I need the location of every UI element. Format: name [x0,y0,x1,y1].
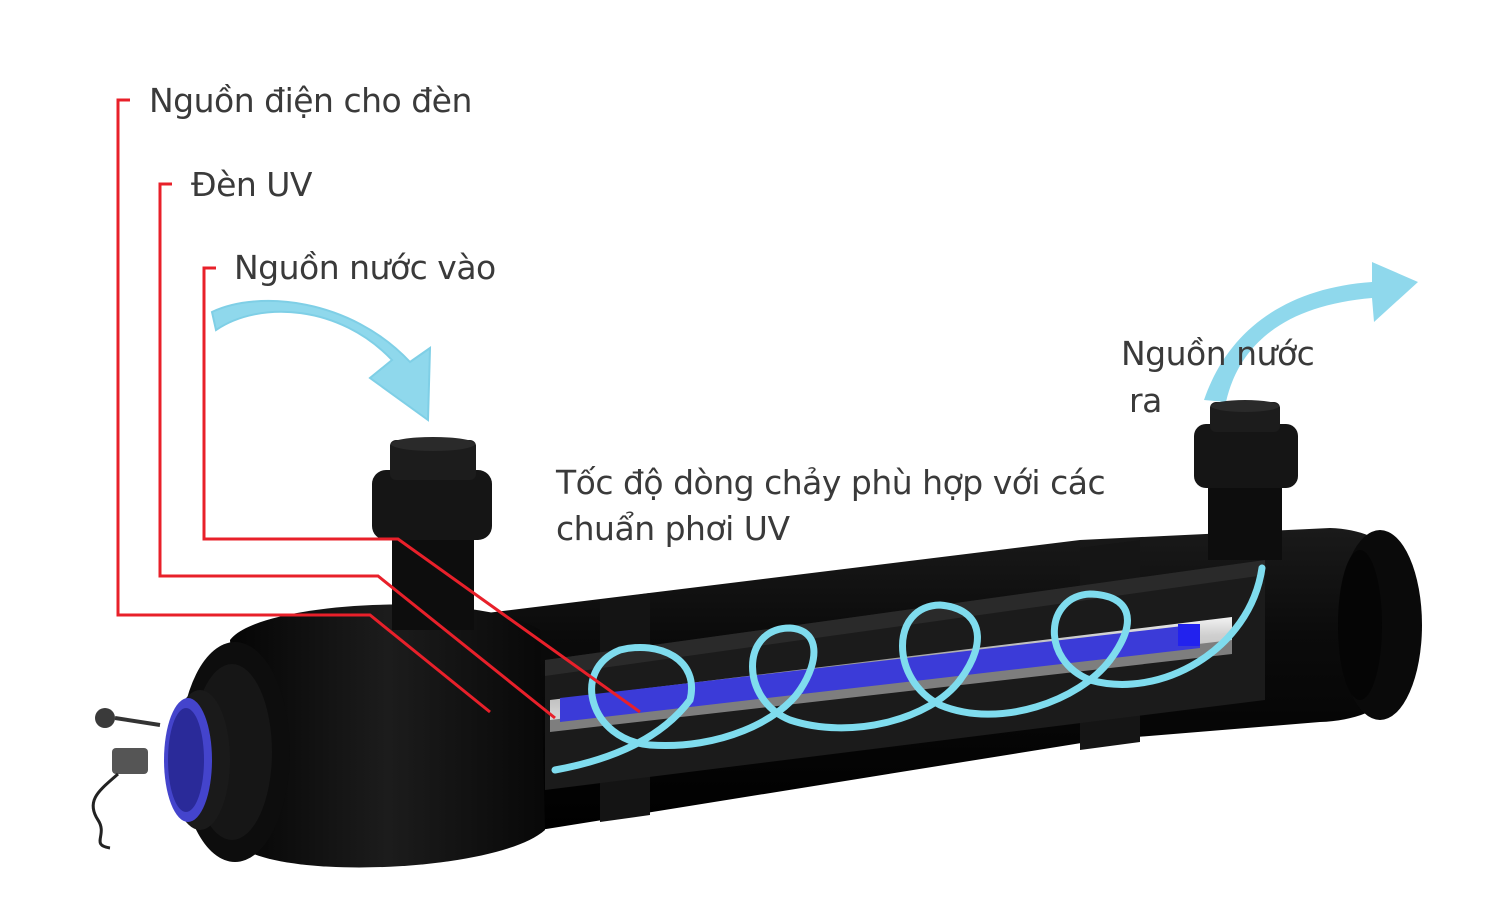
label-uv-lamp: Đèn UV [191,165,313,204]
label-flow-rate: Tốc độ dòng chảy phù hợp với các chuẩn p… [556,460,1106,552]
leader-lines [116,98,641,720]
leader-line-lamp [158,182,556,720]
label-flow-rate-line2: chuẩn phơi UV [556,509,790,548]
leader-line-water-in [202,266,641,714]
uv-housing [164,400,1422,868]
water-inlet-arrow-icon [210,299,432,422]
electrical-connector-icon [91,708,161,850]
label-water-outlet: Nguồn nước ra [1121,330,1315,424]
label-lamp-power-source: Nguồn điện cho đèn [149,81,472,120]
uv-lamp-tube [560,624,1200,722]
water-flow-spiral [551,564,1266,774]
label-water-outlet-line1: Nguồn nước [1121,334,1315,373]
leader-line-power [116,98,491,714]
label-water-outlet-line2: ra [1129,381,1162,420]
label-flow-rate-line1: Tốc độ dòng chảy phù hợp với các [556,463,1106,502]
label-water-inlet: Nguồn nước vào [234,248,496,287]
water-outlet-arrow-icon [1204,262,1418,402]
